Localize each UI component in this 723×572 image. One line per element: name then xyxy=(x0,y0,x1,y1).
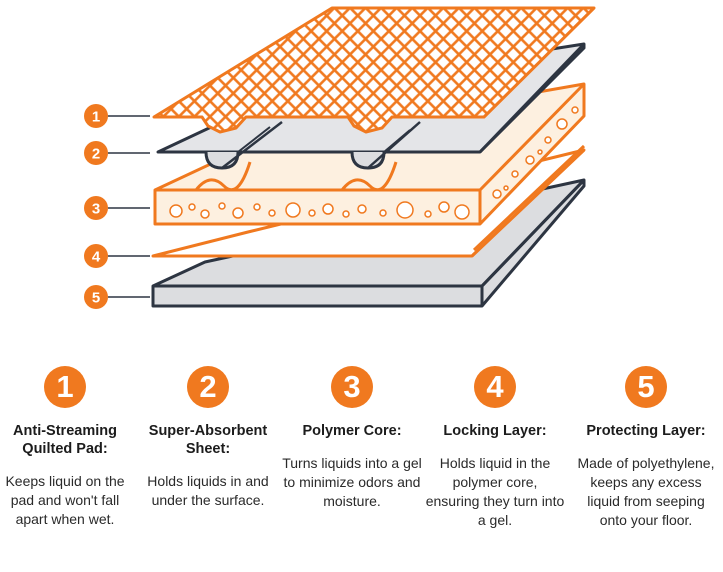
number-badge: 3 xyxy=(331,366,373,408)
layer-diagram: 1 2 3 4 5 xyxy=(84,6,596,309)
callout-3: 3 xyxy=(84,196,150,220)
legend-item-1: 1 Anti-Streaming Quilted Pad: Keeps liqu… xyxy=(0,366,135,529)
number-badge: 5 xyxy=(625,366,667,408)
layer-title: Super-Absorbent Sheet: xyxy=(148,423,268,457)
layer-title: Locking Layer: xyxy=(443,423,547,439)
layer-description: Turns liquids into a gel to minimize odo… xyxy=(282,455,422,509)
callout-2: 2 xyxy=(84,141,150,165)
layer-legend: 1 Anti-Streaming Quilted Pad: Keeps liqu… xyxy=(0,366,723,572)
callout-5: 5 xyxy=(84,285,150,309)
number-badge: 4 xyxy=(474,366,516,408)
layer-description: Made of polyethylene, keeps any excess l… xyxy=(577,455,715,528)
layer-description: Keeps liquid on the pad and won't fall a… xyxy=(5,473,125,527)
layer-title: Anti-Streaming Quilted Pad: xyxy=(13,423,117,457)
callout-number: 1 xyxy=(92,109,100,126)
number-badge: 2 xyxy=(187,366,229,408)
callout-number: 5 xyxy=(92,290,100,307)
callout-1: 1 xyxy=(84,104,150,128)
callout-number: 3 xyxy=(92,201,100,218)
number-badge: 1 xyxy=(44,366,86,408)
callout-number: 2 xyxy=(92,146,100,163)
layer-title: Protecting Layer: xyxy=(586,423,706,439)
legend-item-5: 5 Protecting Layer: Made of polyethylene… xyxy=(576,366,716,530)
layer-description: Holds liquid in the polymer core, ensuri… xyxy=(425,455,565,528)
layer-title: Polymer Core: xyxy=(302,423,402,439)
callout-number: 4 xyxy=(92,249,101,266)
legend-item-4: 4 Locking Layer: Holds liquid in the pol… xyxy=(425,366,565,530)
legend-item-3: 3 Polymer Core: Turns liquids into a gel… xyxy=(282,366,422,511)
callout-4: 4 xyxy=(84,244,150,268)
legend-item-2: 2 Super-Absorbent Sheet: Holds liquids i… xyxy=(138,366,278,510)
quilted-pad xyxy=(152,6,596,134)
layer-description: Holds liquids in and under the surface. xyxy=(147,473,269,508)
